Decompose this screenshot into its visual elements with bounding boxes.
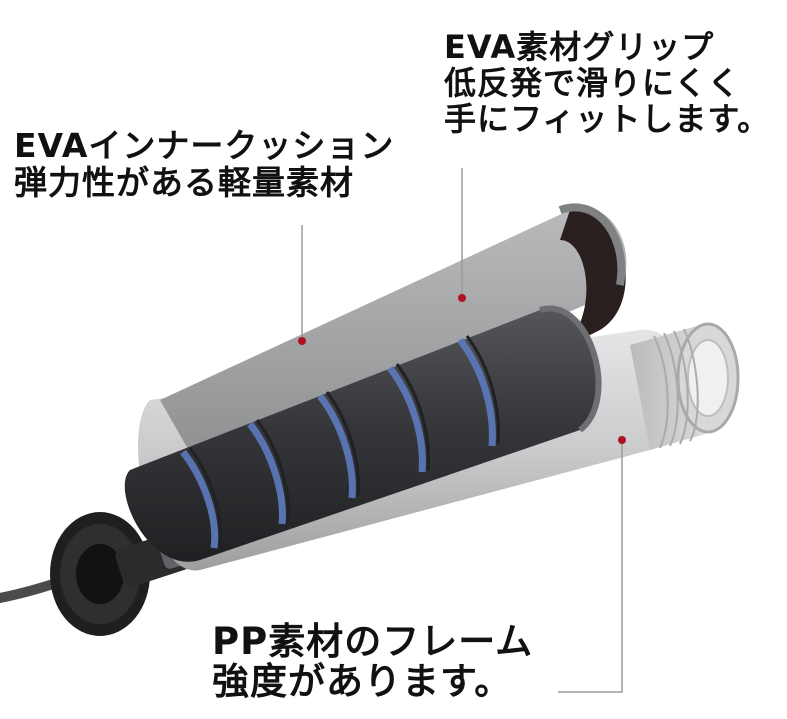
- marker-frame: [618, 436, 626, 444]
- eva-grip: [124, 305, 602, 562]
- frame-caption-line-2: 強度があります。: [212, 659, 513, 703]
- grip-caption: EVA素材グリップ 低反発で滑りにくく 手にフィットします。: [444, 28, 771, 138]
- marker-grip: [458, 294, 466, 302]
- markers: [298, 294, 626, 444]
- grip-caption-line-1: EVA素材グリップ: [444, 28, 715, 66]
- inner-caption-line-1: EVAインナークッション: [14, 126, 395, 165]
- leader-lines: [301, 168, 623, 693]
- inner-caption-line-2: 弾力性がある軽量素材: [14, 162, 354, 202]
- frame-caption: PP素材のフレーム 強度があります。: [212, 622, 533, 702]
- leader-line-frame: [558, 440, 623, 693]
- end-cap: [50, 512, 203, 636]
- grip-caption-line-3: 手にフィットします。: [444, 99, 771, 138]
- frame-caption-line-1: PP素材のフレーム: [212, 620, 534, 663]
- eva-shell-cutaway: [160, 203, 627, 470]
- marker-inner: [298, 337, 306, 345]
- grip-caption-line-2: 低反発で滑りにくく: [444, 63, 741, 102]
- inner-cushion-caption: EVAインナークッション 弾力性がある軽量素材: [14, 126, 395, 202]
